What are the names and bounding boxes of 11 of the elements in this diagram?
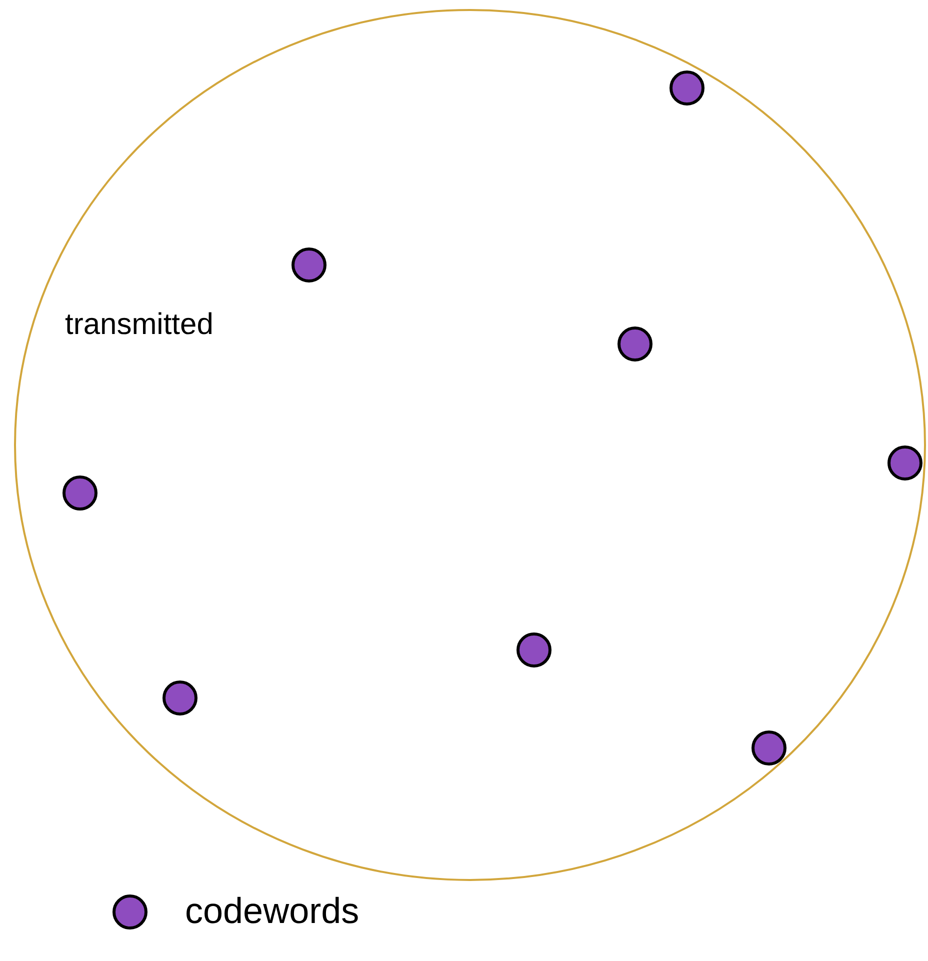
- codeword-dot: [516, 632, 552, 668]
- codeword-dot: [887, 445, 923, 481]
- region-label: transmitted: [65, 308, 214, 342]
- codeword-dot: [751, 730, 787, 766]
- boundary-circle: [15, 10, 925, 880]
- codeword-dot: [291, 247, 327, 283]
- codeword-dot: [617, 326, 653, 362]
- codeword-dot: [669, 70, 705, 106]
- legend-label: codewords: [185, 890, 360, 932]
- codeword-dot: [62, 475, 98, 511]
- codeword-dot: [162, 680, 198, 716]
